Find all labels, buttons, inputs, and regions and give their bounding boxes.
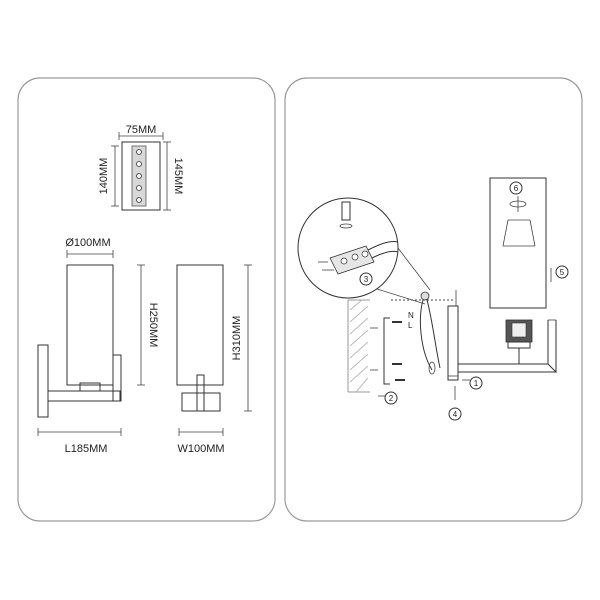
length-label: L185MM (65, 443, 108, 455)
lamp-socket (505, 319, 533, 364)
svg-text:5: 5 (560, 268, 565, 277)
shade-diameter-label: Ø100MM (65, 237, 110, 249)
width-label: W100MM (177, 443, 224, 455)
side-view-drawing (176, 264, 252, 436)
total-height-label: H310MM (231, 316, 243, 361)
svg-text:6: 6 (514, 184, 519, 193)
step-callout-5: 5 (555, 265, 569, 279)
step-callout-2: 2 (384, 391, 398, 405)
mounting-plate-drawing (111, 132, 171, 211)
wall-bracket (370, 317, 405, 397)
lamp-arm (457, 319, 558, 373)
wiring: N L (391, 291, 453, 375)
plate-width-label: 75MM (126, 124, 157, 136)
front-view-drawing (37, 250, 145, 436)
svg-text:3: 3 (364, 275, 369, 284)
wall-hatch (347, 299, 370, 393)
lamp-back-plate (447, 290, 470, 400)
svg-text:1: 1 (474, 379, 479, 388)
step-callout-4: 4 (448, 407, 462, 421)
shade-height-label: H250MM (147, 303, 159, 348)
svg-text:L: L (408, 321, 413, 330)
left-panel (17, 77, 276, 522)
shade-box (489, 177, 552, 309)
right-panel (284, 77, 583, 522)
plate-height-inner-label: 140MM (98, 158, 110, 195)
magnified-connector (297, 197, 431, 305)
svg-text:2: 2 (389, 394, 394, 403)
plate-height-outer-label: 145MM (172, 158, 184, 195)
svg-text:N: N (408, 311, 414, 320)
step-callout-3: 3 (359, 272, 373, 286)
svg-text:4: 4 (453, 410, 458, 419)
step-callout-1: 1 (469, 376, 483, 390)
step-callout-6: 6 (509, 181, 523, 195)
